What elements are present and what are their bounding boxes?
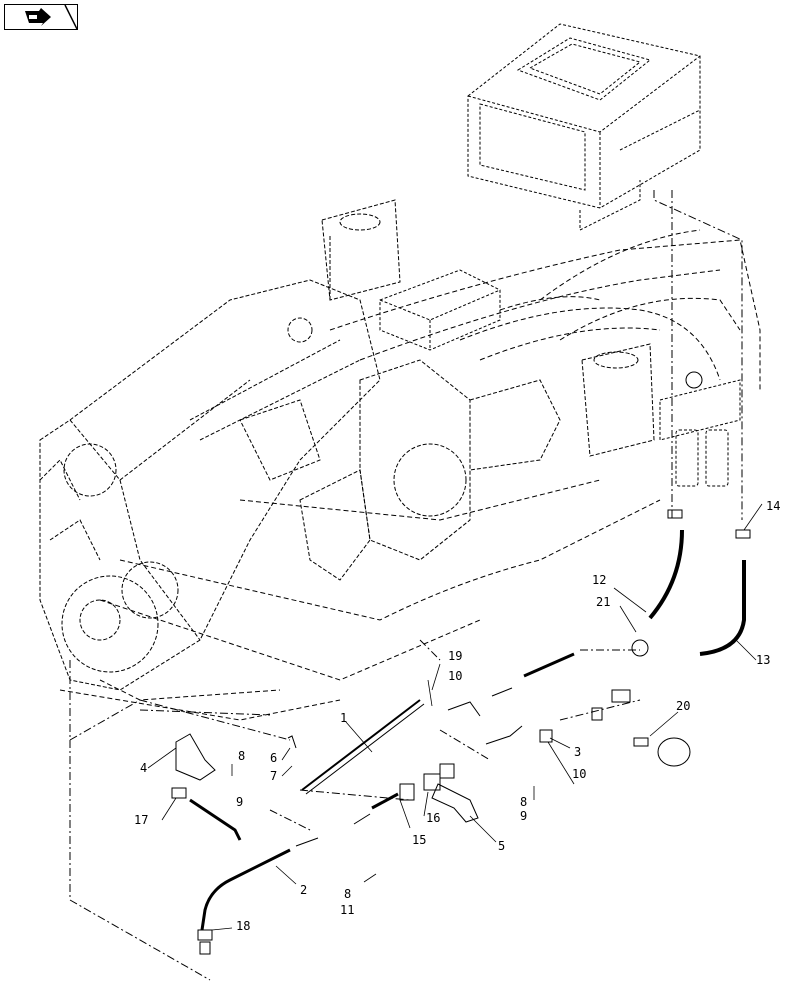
callout-9-a: 9 <box>236 795 243 809</box>
valve-block <box>379 269 501 351</box>
arrow-right-icon <box>25 4 78 30</box>
callout-6: 6 <box>270 751 277 765</box>
filter-assembly <box>659 371 741 487</box>
assembly-center-lines <box>69 190 743 981</box>
part-1-tube <box>301 699 425 795</box>
callout-8-a: 8 <box>238 749 245 763</box>
part-5-bracket <box>431 783 479 823</box>
callout-20: 20 <box>676 699 690 713</box>
callout-7: 7 <box>270 769 277 783</box>
next-page-button[interactable] <box>4 4 78 30</box>
callout-14: 14 <box>766 499 780 513</box>
callout-19: 19 <box>448 649 462 663</box>
part-2-pipe <box>197 837 319 955</box>
callout-10-b: 10 <box>572 767 586 781</box>
chassis-frame <box>59 229 761 721</box>
engine-assembly <box>39 279 381 691</box>
control-module <box>467 23 701 231</box>
hose-12-13 <box>631 509 751 657</box>
callout-8-b: 8 <box>520 795 527 809</box>
mount-tower-left <box>321 199 401 301</box>
coolant-pipes <box>459 296 721 381</box>
callout-9-b: 9 <box>520 809 527 823</box>
callout-11: 11 <box>340 903 354 917</box>
upper-hoses <box>447 652 631 745</box>
callout-2: 2 <box>300 883 307 897</box>
callout-labels: 1 2 3 4 5 6 7 8 9 8 9 8 11 10 10 12 13 1… <box>134 499 780 933</box>
callout-1: 1 <box>340 711 347 725</box>
part-15-16-fittings <box>353 763 455 825</box>
part-17-fitting <box>171 787 242 841</box>
callout-leaders <box>147 503 763 931</box>
transmission-housing <box>239 359 561 581</box>
callout-17: 17 <box>134 813 148 827</box>
callout-15: 15 <box>412 833 426 847</box>
callout-3: 3 <box>574 745 581 759</box>
callout-5: 5 <box>498 839 505 853</box>
mount-tower-right <box>581 343 655 457</box>
callout-10-a: 10 <box>448 669 462 683</box>
fastener-6-7 <box>287 735 297 749</box>
callout-12: 12 <box>592 573 606 587</box>
callout-18: 18 <box>236 919 250 933</box>
part-20-clamp <box>633 737 691 767</box>
callout-8-c: 8 <box>344 887 351 901</box>
callout-16: 16 <box>426 811 440 825</box>
callout-13: 13 <box>756 653 770 667</box>
part-4-bracket <box>175 733 216 781</box>
callout-4: 4 <box>140 761 147 775</box>
callout-21: 21 <box>596 595 610 609</box>
